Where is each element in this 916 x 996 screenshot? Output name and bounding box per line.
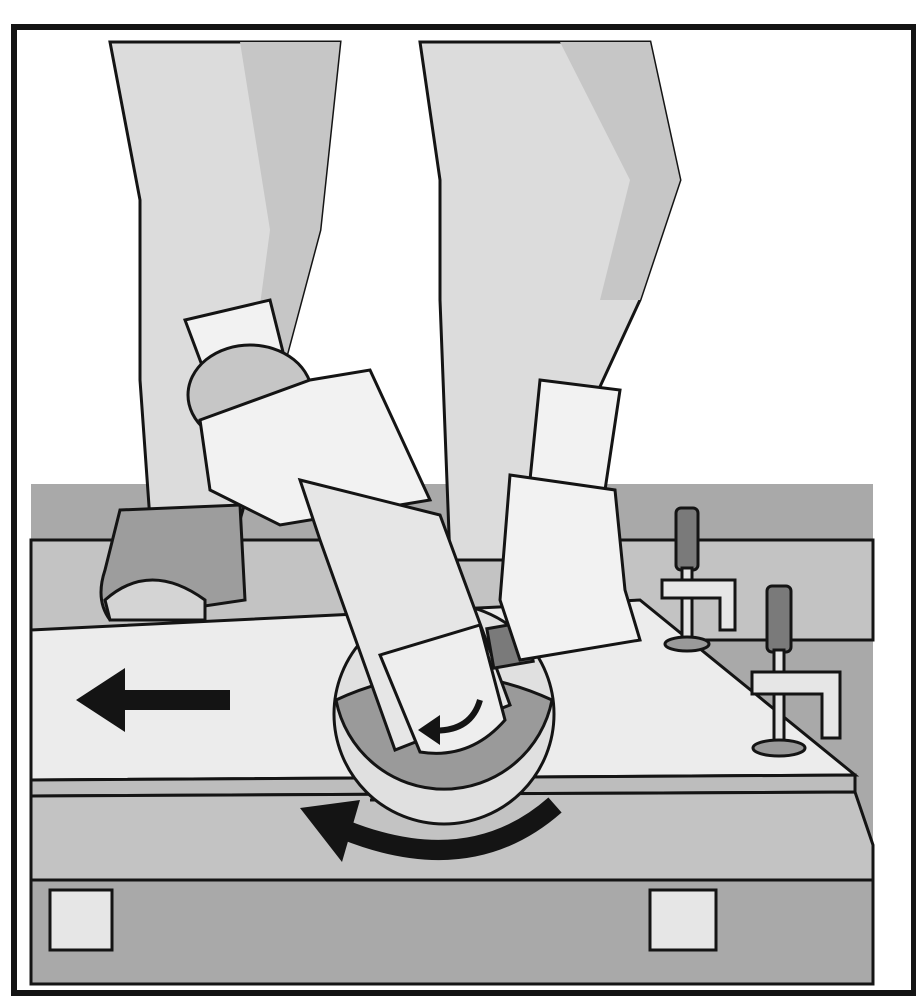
bench-foot-left bbox=[50, 890, 112, 950]
clamp-2-foot bbox=[753, 740, 805, 756]
clamp-1-foot bbox=[665, 637, 709, 651]
clamp-1-handle bbox=[676, 508, 698, 570]
bench-lower-rail bbox=[31, 880, 873, 984]
bench-foot-right bbox=[650, 890, 716, 950]
clamp-2-screw bbox=[774, 650, 784, 742]
arrow-left-shaft bbox=[118, 690, 230, 710]
right-sleeve bbox=[530, 380, 620, 490]
clamp-2-handle bbox=[767, 586, 791, 652]
